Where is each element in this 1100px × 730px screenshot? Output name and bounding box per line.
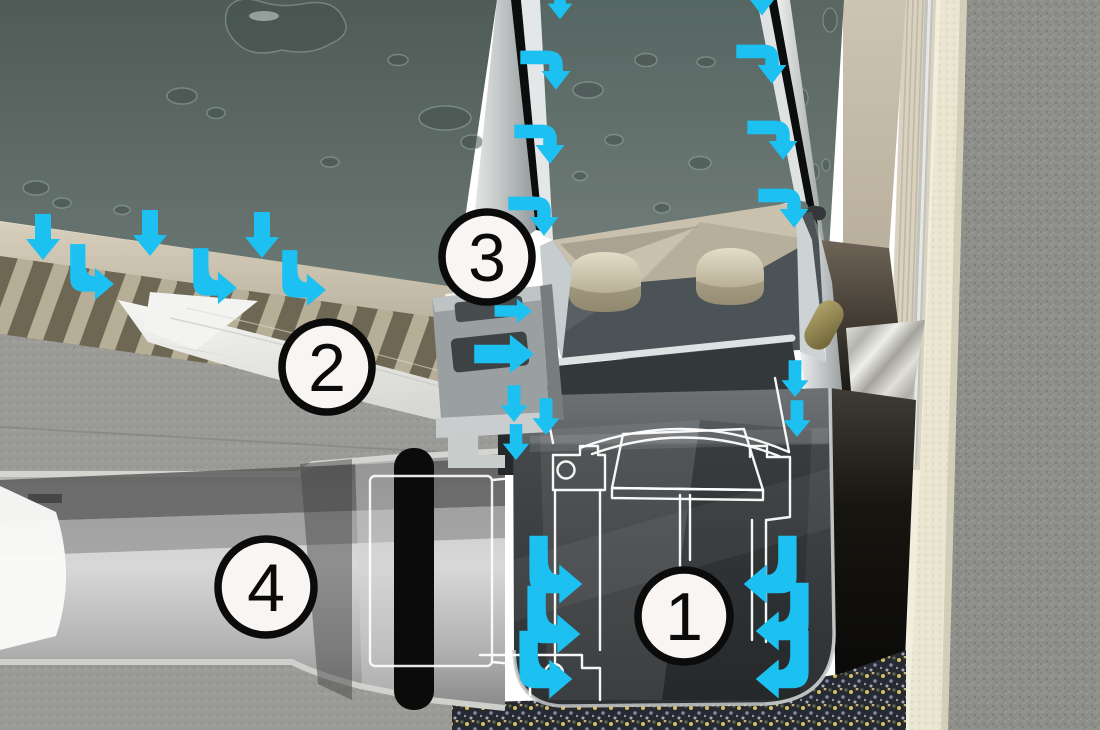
callout-2-label: 2 (308, 330, 346, 406)
tray-left-wall (540, 240, 572, 360)
callout-4-label: 4 (247, 550, 285, 626)
tile-mortar-band (0, 220, 456, 320)
right-drainage-slot (768, 0, 818, 226)
callout-3-label: 3 (468, 220, 506, 296)
callout-2: 2 (278, 318, 376, 416)
pipe-cut-face (0, 486, 66, 650)
callout-3: 3 (438, 208, 536, 306)
sealing-cord (804, 300, 844, 350)
floor-tile (0, 0, 497, 287)
floor-tile-droplets (22, 0, 484, 216)
socket-shadow-ring (300, 459, 352, 700)
pipe-gasket-seal (394, 448, 434, 710)
channel-outer-wall (800, 226, 846, 440)
recess-former (448, 432, 505, 468)
water-splat (224, 0, 347, 54)
callout-4: 4 (214, 535, 318, 639)
membrane-curl (144, 292, 258, 350)
pipe-inner-shadow (0, 458, 505, 522)
grate-tile-droplets (572, 52, 716, 214)
drain-body-internals (478, 376, 792, 702)
panel-edge-shade (941, 0, 967, 730)
callouts: 1 2 3 4 (214, 208, 734, 666)
drain-body-shell (513, 388, 835, 706)
wall-bracket (846, 320, 925, 412)
tray-floor-edge (552, 334, 796, 366)
callout-1: 1 (634, 566, 734, 666)
socket-hidden-outline (368, 474, 494, 668)
grate-tile-insert (540, 0, 796, 240)
impact-insulation-layer (452, 650, 906, 730)
screed-joint-line (0, 426, 441, 453)
niche-shadow (830, 388, 916, 730)
concrete-wall-face (948, 0, 1100, 730)
body-rim-right (764, 387, 836, 706)
callout-1-label: 1 (665, 579, 703, 655)
flange-side (540, 284, 564, 420)
grate-support-feet (569, 248, 764, 312)
